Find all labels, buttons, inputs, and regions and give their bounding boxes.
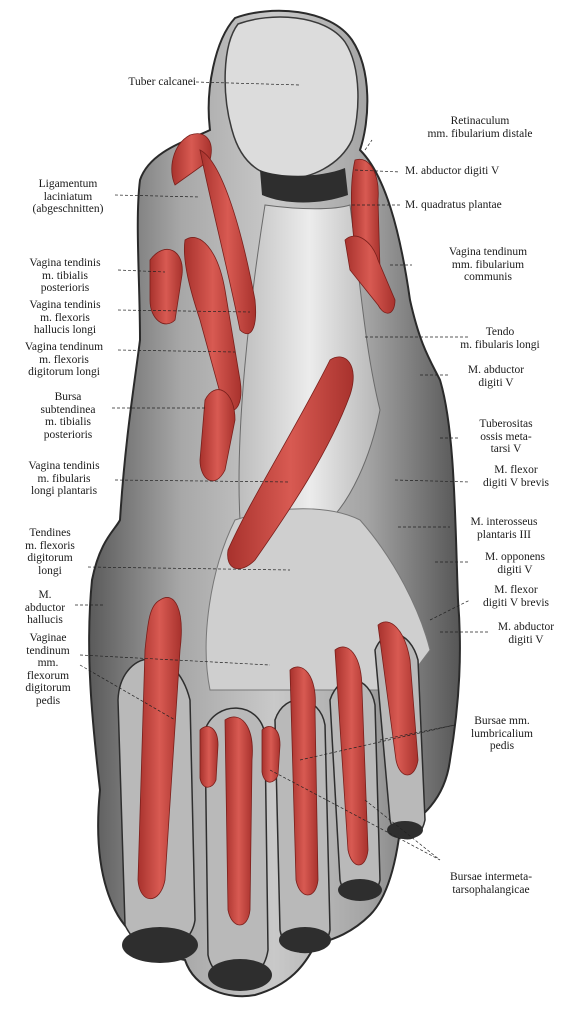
label-bursae-lumbricalium: Bursae mm. lumbricalium pedis bbox=[471, 715, 533, 752]
label-abductor-digiti-v-top: M. abductor digiti V bbox=[405, 165, 500, 177]
label-tendo-fibularis-longi: Tendo m. fibularis longi bbox=[460, 326, 540, 351]
calcaneus-bone bbox=[224, 16, 359, 179]
label-abductor-digiti-v-low: M. abductor digiti V bbox=[497, 621, 555, 646]
quadratus-plantae-mass bbox=[238, 204, 381, 536]
label-bursae-intermeta: Bursae intermeta- tarsophalangicae bbox=[449, 871, 533, 896]
label-retinaculum: Retinaculum mm. fibularium distale bbox=[427, 115, 533, 140]
tendon-sheaths bbox=[137, 133, 419, 926]
label-vaginae-flexorum: Vaginae tendinum mm. flexorum digitorum … bbox=[25, 632, 71, 707]
label-vagina-fibularis-longi: Vagina tendinis m. fibularis longi plant… bbox=[28, 460, 100, 497]
label-flexor-digiti-v-brevis-1: M. flexor digiti V brevis bbox=[482, 464, 550, 489]
leader-lines bbox=[75, 81, 490, 861]
label-abductor-digiti-v-mid: M. abductor digiti V bbox=[467, 364, 525, 389]
label-vagina-flexoris-hallucis: Vagina tendinis m. flexoris hallucis lon… bbox=[29, 299, 101, 336]
calcaneus-shadow bbox=[260, 168, 348, 203]
label-vagina-flexoris-digitorum: Vagina tendinum m. flexoris digitorum lo… bbox=[24, 341, 104, 378]
label-tuberositas: Tuberositas ossis meta- tarsi V bbox=[479, 418, 533, 455]
label-tuber-calcanei: Tuber calcanei bbox=[128, 76, 196, 88]
label-vagina-tibialis-posterioris: Vagina tendinis m. tibialis posterioris bbox=[29, 257, 101, 294]
label-opponens: M. opponens digiti V bbox=[484, 551, 546, 576]
toe-tips bbox=[122, 821, 423, 991]
label-interosseus: M. interosseus plantaris III bbox=[470, 516, 538, 541]
label-quadratus-plantae: M. quadratus plantae bbox=[405, 199, 502, 211]
label-vagina-fibularium-communis: Vagina tendinum mm. fibularium communis bbox=[448, 246, 528, 283]
label-abductor-hallucis: M. abductor hallucis bbox=[24, 589, 66, 626]
label-ligamentum-laciniatum: Ligamentum laciniatum (abgeschnitten) bbox=[32, 178, 104, 215]
label-flexor-digiti-v-brevis-2: M. flexor digiti V brevis bbox=[482, 584, 550, 609]
label-tendines-flexoris: Tendines m. flexoris digitorum longi bbox=[25, 527, 75, 577]
label-bursa-subtendinea: Bursa subtendinea m. tibialis posteriori… bbox=[40, 391, 96, 441]
